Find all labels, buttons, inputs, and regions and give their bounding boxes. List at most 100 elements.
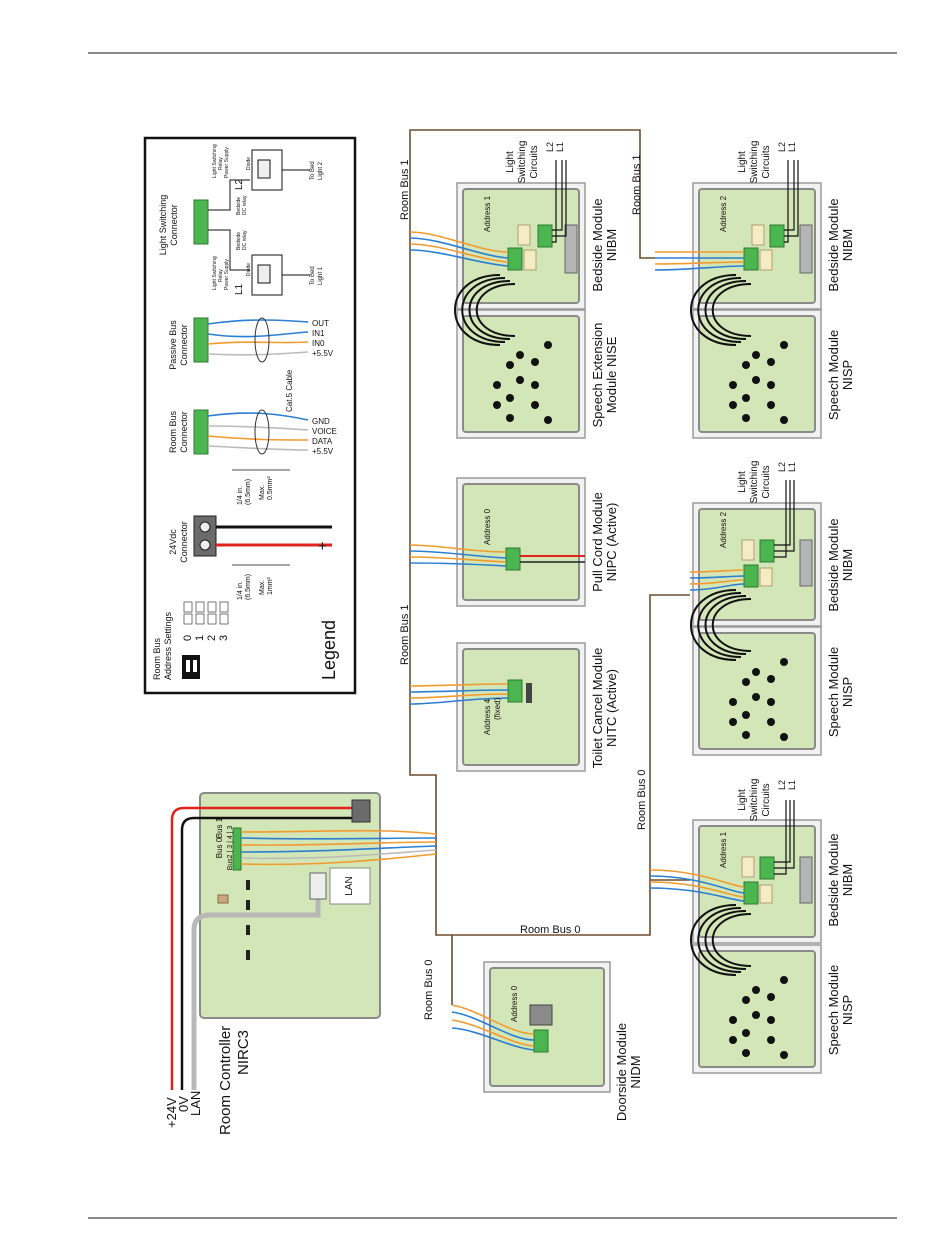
light-connector-title-2: Connector	[169, 204, 179, 246]
light-bed-2-1: To Bed	[310, 161, 316, 180]
light-dc-relay-a-2: DC relay	[242, 195, 248, 215]
roombus-dim-a-2: (6.5mm)	[245, 479, 252, 505]
doorside-module: Address 0 Doorside Module NIDM	[451, 961, 643, 1121]
dc-dim-b-2: 1mm²	[267, 576, 274, 595]
pullcord-address: Address 0	[483, 508, 492, 545]
bedside-mid-address: Address 2	[719, 511, 728, 548]
power-label-0v: 0V	[176, 1096, 191, 1112]
label-room-bus-0-c: Room Bus 0	[636, 769, 648, 830]
roombus-cable: Cat.5 Cable	[285, 369, 294, 412]
roombus-connector-title-2: Connector	[179, 411, 189, 453]
speech-ext-name: Speech Extension	[590, 323, 605, 428]
bedside-module-low: Address 1 Bedside Module NIBM Light Swit…	[649, 779, 855, 944]
address-value-2: 2	[206, 635, 218, 641]
speech-module-mid: Speech Module NISP	[690, 589, 855, 756]
passive-connector-title-2: Connector	[179, 324, 189, 366]
speaker-grille-nisp-low	[729, 976, 788, 1059]
light-bed-1-1: To Bed	[310, 266, 316, 285]
light-relay-supply-b-2: Relay	[218, 269, 224, 282]
passive-pin-out: OUT	[312, 319, 329, 328]
bedside-right-name: Bedside Module	[826, 198, 841, 291]
light-bed-2-2: Light 2	[318, 161, 324, 180]
roombus-dim-b-1: Max.	[259, 485, 266, 500]
lsc-mid-title-2: Switching	[749, 461, 760, 504]
address-value-1: 1	[194, 635, 206, 641]
speaker-grille-nisp-mid	[729, 658, 788, 741]
roombus-pin-data: DATA	[312, 437, 333, 446]
bedside-right-address: Address 2	[719, 195, 728, 232]
controller-title: Room Controller	[217, 1026, 234, 1135]
light-dc-relay-a-1: Bedside	[236, 197, 242, 215]
lsc-top-title-1: Light	[505, 151, 516, 173]
light-diode-top: Diode	[246, 157, 252, 170]
controller-bus-header: Bus 0	[215, 837, 224, 858]
roombus-pin-gnd: GND	[312, 417, 330, 426]
lsc-top-title-3: Circuits	[529, 145, 540, 178]
roombus-dim-b-2: 0.5mm²	[267, 476, 274, 500]
lsc-right-l1: L1	[787, 142, 797, 152]
roombus-pin-5v: +5.5V	[312, 447, 334, 456]
passive-pin-in0: IN0	[312, 339, 325, 348]
doorside-name: Doorside Module	[614, 1023, 629, 1121]
pullcord-code: NIPC (Active)	[604, 503, 619, 582]
light-connector-title-1: Light Switching	[158, 195, 168, 256]
lsc-mid-l2: L2	[777, 462, 787, 472]
speech-module-low: Speech Module NISP	[690, 904, 855, 1074]
dc-dim-a-1: 1/4 in.	[237, 581, 244, 600]
pullcord-name: Pull Cord Module	[590, 492, 605, 592]
speech-module-right: Speech Module NISP	[690, 274, 855, 439]
bedside-module-mid: Address 2 Bedside Module NIBM Light Swit…	[689, 461, 855, 627]
lsc-low-title-2: Switching	[749, 779, 760, 822]
dc-connector-title-2: Connector	[179, 521, 189, 563]
toilet-address-note: (fixed)	[493, 697, 502, 720]
lsc-low-l2: L2	[777, 780, 787, 790]
room-bus-lines	[409, 129, 690, 1005]
light-relay-supply-a-2: Relay	[218, 157, 224, 170]
address-settings-title-2: Address Settings	[163, 611, 173, 680]
speech-ext-code: Module NISE	[604, 336, 619, 413]
legend-passive-bus-connector: Passive Bus Connector OUT IN1 IN0 +5.5V	[168, 317, 334, 370]
bedside-mid-name: Bedside Module	[826, 518, 841, 611]
power-cable-24v	[170, 806, 356, 1090]
bedside-low-code: NIBM	[840, 864, 855, 897]
bedside-top-code: NIBM	[604, 229, 619, 262]
pull-cord-module: Address 0 Pull Cord Module NIPC (Active)	[409, 477, 619, 607]
lan-cable	[191, 888, 321, 1090]
lan-socket	[309, 872, 327, 900]
speech-mid-code: NISP	[840, 677, 855, 707]
legend-room-bus-connector: Room Bus Connector GND VOICE DATA +5.5V …	[168, 369, 337, 505]
doorside-address: Address 0	[510, 985, 519, 1022]
speech-extension-module: Speech Extension Module NISE	[454, 274, 619, 439]
address-value-0: 0	[182, 635, 194, 641]
bedside-module-right: Address 2 Bedside Module NIBM Light Swit…	[654, 141, 855, 310]
lsc-mid-title-3: Circuits	[761, 465, 772, 498]
lsc-top-l2: L2	[545, 142, 555, 152]
toilet-name: Toilet Cancel Module	[590, 648, 605, 769]
label-room-bus-0-b: Room Bus 0	[520, 924, 581, 936]
lsc-right-title-1: Light	[737, 151, 748, 173]
passive-pin-5v: +5.5V	[312, 349, 334, 358]
dc-dim-a-2: (6.5mm)	[245, 574, 252, 600]
legend-light-switching-connector: Light Switching Connector L2 L1 Diode Di…	[158, 144, 324, 296]
label-room-bus-1-a: Room Bus 1	[399, 604, 411, 665]
legend-address-settings: Room Bus Address Settings 0 1 2 3	[152, 601, 230, 680]
bedside-low-name: Bedside Module	[826, 833, 841, 926]
bedside-top-name: Bedside Module	[590, 198, 605, 291]
speech-low-name: Speech Module	[826, 965, 841, 1055]
lsc-low-title-3: Circuits	[761, 783, 772, 816]
lsc-mid-title-1: Light	[737, 471, 748, 493]
lsc-low-l1: L1	[787, 780, 797, 790]
speech-right-name: Speech Module	[826, 330, 841, 420]
dc-plus: +	[318, 538, 327, 555]
dc-dim-b-1: Max.	[259, 580, 266, 595]
controller-bus-terminal	[232, 827, 242, 871]
roombus-dim-a-1: 1/4 in.	[237, 486, 244, 505]
lsc-low-title-1: Light	[737, 789, 748, 811]
bedside-low-address: Address 1	[719, 831, 728, 868]
light-l2: L2	[234, 178, 245, 190]
speaker-grille-nisp-right	[729, 341, 788, 424]
toilet-code: NITC (Active)	[604, 669, 619, 747]
speech-mid-name: Speech Module	[826, 647, 841, 737]
power-terminal	[351, 799, 371, 823]
